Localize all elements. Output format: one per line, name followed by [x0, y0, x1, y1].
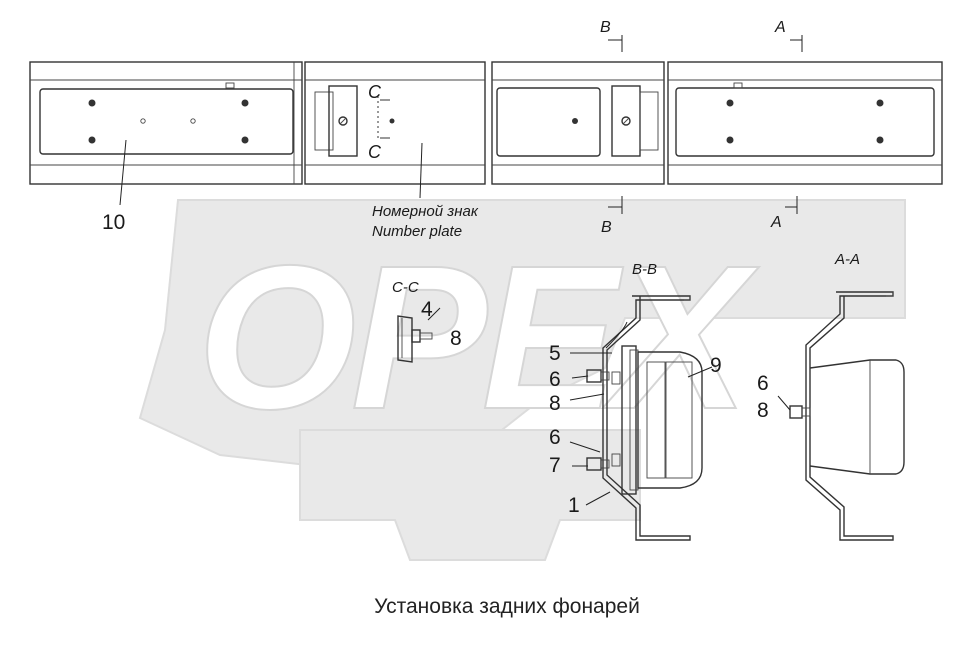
callout-1: 1 [568, 494, 580, 517]
view-title-b-b: B-B [632, 261, 657, 278]
section-mark-a-top: A [774, 19, 786, 36]
watermark-text: OPEX [197, 223, 759, 452]
callout-8-aa: 8 [757, 399, 769, 422]
view-b-b: B-B 5 6 8 9 6 7 1 [549, 261, 722, 541]
callout-4: 4 [421, 298, 433, 321]
callout-5: 5 [549, 342, 561, 365]
section-mark-b-top: B [600, 19, 611, 36]
section-mark-b-bottom: B [601, 219, 612, 236]
figure-caption: Установка задних фонарей [374, 595, 640, 618]
callout-6-aa: 6 [757, 372, 769, 395]
rear-bumper-assembly [29, 61, 943, 185]
callout-8-bb: 8 [549, 392, 561, 415]
view-a-a: A-A 6 8 [757, 251, 905, 541]
bumper-segment-left [29, 61, 303, 185]
callout-6-b: 6 [549, 426, 561, 449]
bumper-segment-center-left [304, 61, 486, 185]
callout-9: 9 [710, 354, 722, 377]
view-c-c: C-C 4 8 [392, 279, 462, 363]
view-title-a-a: A-A [834, 251, 860, 268]
number-plate-label-ru: Номерной знак [372, 203, 479, 220]
watermark-logo: OPEX [138, 199, 906, 561]
section-mark-a-bottom: A [770, 214, 782, 231]
section-markers: B A B A C C [368, 19, 803, 236]
bumper-segment-right [667, 61, 943, 185]
callout-8-cc: 8 [450, 327, 462, 350]
leader-10 [119, 139, 127, 206]
callout-7: 7 [549, 454, 561, 477]
view-title-c-c: C-C [392, 279, 419, 296]
section-mark-c-upper: C [368, 82, 382, 102]
bumper-segment-center-right [491, 61, 665, 185]
section-mark-c-lower: C [368, 142, 382, 162]
leader-plate [419, 142, 423, 199]
callout-6-a: 6 [549, 368, 561, 391]
callout-10: 10 [102, 211, 125, 234]
number-plate-label-en: Number plate [372, 223, 462, 240]
